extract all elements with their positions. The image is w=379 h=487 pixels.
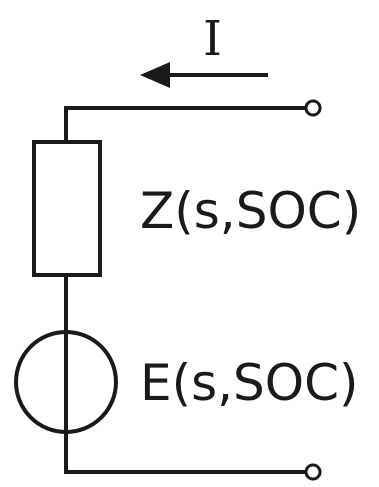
top-terminal [304, 99, 322, 117]
source-label: E(s,SOC) [140, 354, 359, 412]
current-label: I [203, 11, 222, 67]
impedance-label: Z(s,SOC) [140, 182, 361, 240]
bottom-terminal [304, 463, 322, 481]
current-arrow-head [140, 62, 170, 88]
impedance-block [32, 140, 102, 277]
current-arrow [140, 62, 268, 88]
